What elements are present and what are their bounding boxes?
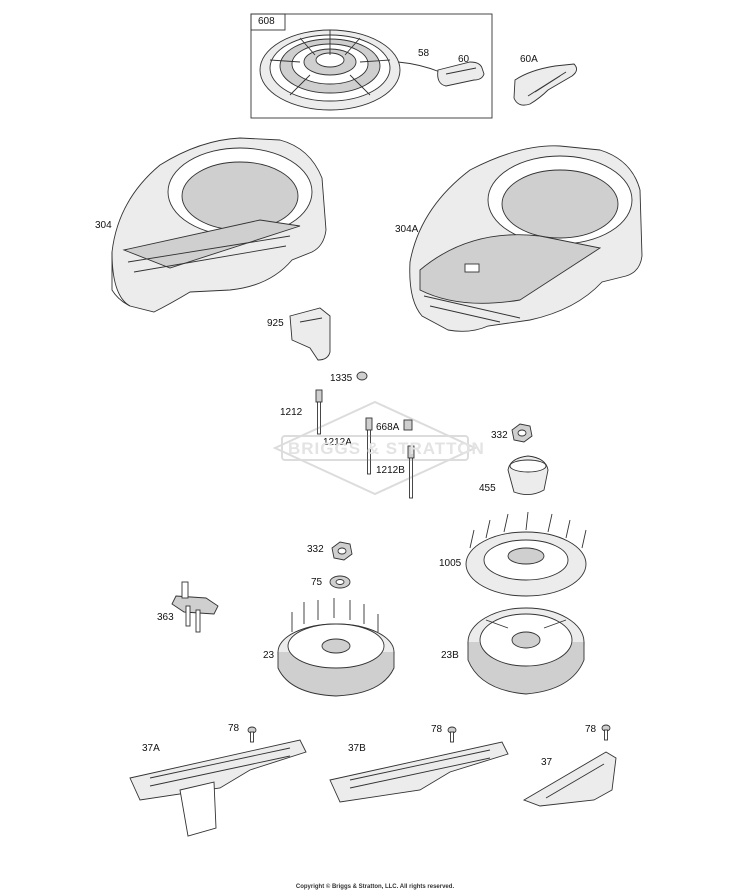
flywheel-23-part <box>277 598 395 697</box>
flywheel-23B-part <box>467 607 585 695</box>
starter-handle-part <box>437 61 485 87</box>
handle-insert-part <box>513 63 577 106</box>
label-332-lower: 332 <box>307 544 324 555</box>
starter-group-tag <box>250 13 286 31</box>
recoil-starter-part <box>259 29 401 111</box>
nut-1335-part <box>356 371 368 381</box>
starter-rope-part <box>397 61 441 73</box>
label-608: 608 <box>258 16 275 27</box>
label-1005: 1005 <box>439 558 462 569</box>
screw-78-middle-part <box>447 726 457 743</box>
label-925: 925 <box>267 318 284 329</box>
label-60: 60 <box>458 54 470 65</box>
label-304: 304 <box>95 220 112 231</box>
fan-1005-part <box>465 511 587 597</box>
stud-1212-part <box>315 389 323 435</box>
label-37A: 37A <box>142 743 160 754</box>
label-363: 363 <box>157 612 174 623</box>
nut-332-upper-part <box>511 423 533 443</box>
armature-37A-part <box>129 739 307 837</box>
label-455: 455 <box>479 483 496 494</box>
stud-1212B-part <box>407 445 415 499</box>
cup-455-part <box>507 455 549 495</box>
armature-37B-part <box>329 741 509 803</box>
label-78-middle: 78 <box>431 724 443 735</box>
washer-75-part <box>329 575 351 589</box>
label-304A: 304A <box>395 224 419 235</box>
label-78-left: 78 <box>228 723 240 734</box>
label-37: 37 <box>541 757 553 768</box>
nut-332-lower-part <box>331 541 353 561</box>
label-37B: 37B <box>348 743 366 754</box>
label-668A: 668A <box>376 422 400 433</box>
stud-1212A-part <box>365 417 373 475</box>
copyright-notice: Copyright © Briggs & Stratton, LLC. All … <box>295 884 455 890</box>
bracket-363-part <box>171 581 219 633</box>
spacer-668A-part <box>403 419 413 431</box>
label-1212B: 1212B <box>376 465 405 476</box>
label-58: 58 <box>418 48 430 59</box>
watermark-text: BRIGGS & STRATTON <box>288 439 485 458</box>
baffle-part <box>289 307 331 361</box>
label-75: 75 <box>311 577 323 588</box>
label-1212: 1212 <box>280 407 303 418</box>
blower-housing-304-part <box>111 137 327 313</box>
label-1335: 1335 <box>330 373 353 384</box>
label-1212A: 1212A <box>323 437 352 448</box>
label-332-upper: 332 <box>491 430 508 441</box>
blower-housing-304A-part <box>409 145 643 332</box>
label-23B: 23B <box>441 650 459 661</box>
screw-78-left-part <box>247 726 257 743</box>
armature-37-part <box>522 751 617 807</box>
label-60A: 60A <box>520 54 538 65</box>
screw-78-right-part <box>601 724 611 741</box>
label-23: 23 <box>263 650 275 661</box>
label-78-right: 78 <box>585 724 597 735</box>
watermark-logo <box>272 400 478 496</box>
starter-group-frame <box>250 13 493 119</box>
